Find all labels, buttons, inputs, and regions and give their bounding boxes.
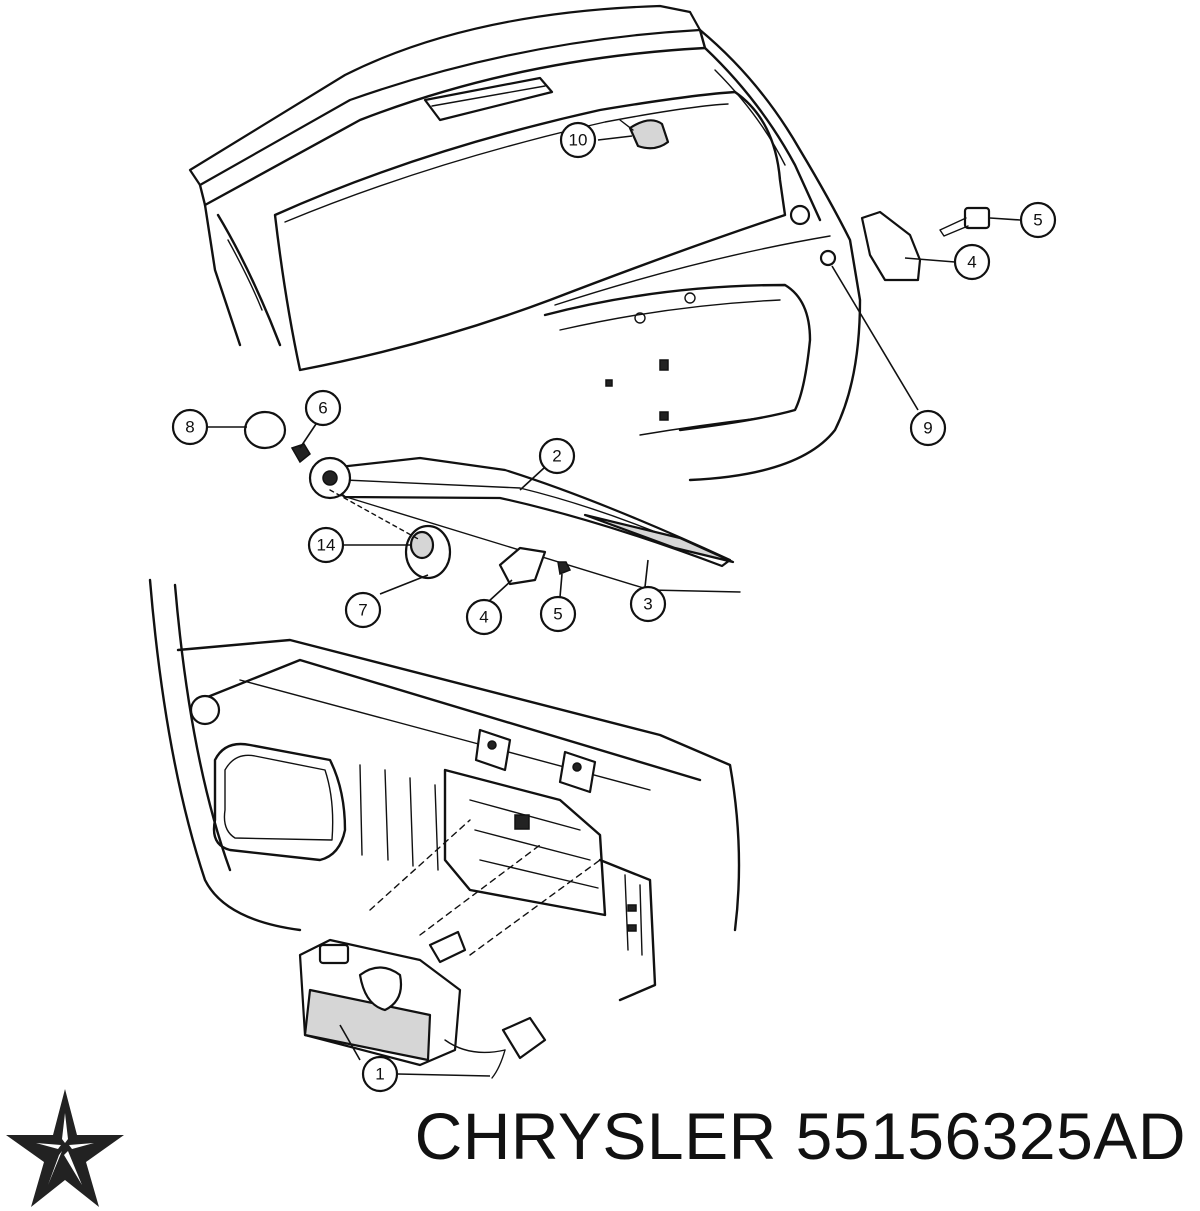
callout-3: 3 xyxy=(629,585,667,623)
callout-5-mid: 5 xyxy=(539,595,577,633)
callout-label: 4 xyxy=(967,253,976,272)
callout-label: 2 xyxy=(552,447,561,466)
callout-1: 1 xyxy=(361,1055,399,1093)
callout-label: 7 xyxy=(358,601,367,620)
callout-10: 10 xyxy=(559,121,597,159)
callout-label: 9 xyxy=(923,419,932,438)
callout-label: 5 xyxy=(1033,211,1042,230)
callout-8: 8 xyxy=(171,408,209,446)
inner-panel-drawing xyxy=(148,578,741,1002)
liftgate-drawing xyxy=(188,4,862,482)
part-caption: CHRYSLER 55156325AD xyxy=(415,1098,1186,1174)
callout-label: 6 xyxy=(318,399,327,418)
wiper-arm-drawing xyxy=(243,206,991,593)
callout-4-mid: 4 xyxy=(465,598,503,636)
leader-lines xyxy=(207,135,1021,1077)
callout-4-top: 4 xyxy=(953,243,991,281)
callout-label: 4 xyxy=(479,608,488,627)
callout-14: 14 xyxy=(307,526,345,564)
pentastar-shape xyxy=(6,1089,124,1207)
callout-5-top: 5 xyxy=(1019,201,1057,239)
pentastar-logo-icon xyxy=(6,1089,124,1207)
wiper-motor-drawing xyxy=(298,930,547,1079)
callout-label: 3 xyxy=(643,595,652,614)
callout-6: 6 xyxy=(304,389,342,427)
callout-label: 14 xyxy=(317,536,336,555)
callout-7: 7 xyxy=(344,591,382,629)
callout-label: 8 xyxy=(185,418,194,437)
callout-label: 10 xyxy=(569,131,588,150)
pentastar-cutout xyxy=(36,1113,94,1185)
brand-name: CHRYSLER xyxy=(414,1099,777,1173)
callout-9: 9 xyxy=(909,409,947,447)
callout-2: 2 xyxy=(538,437,576,475)
callout-label: 5 xyxy=(553,605,562,624)
part-number: 55156325AD xyxy=(795,1099,1186,1173)
callout-label: 1 xyxy=(375,1065,384,1084)
